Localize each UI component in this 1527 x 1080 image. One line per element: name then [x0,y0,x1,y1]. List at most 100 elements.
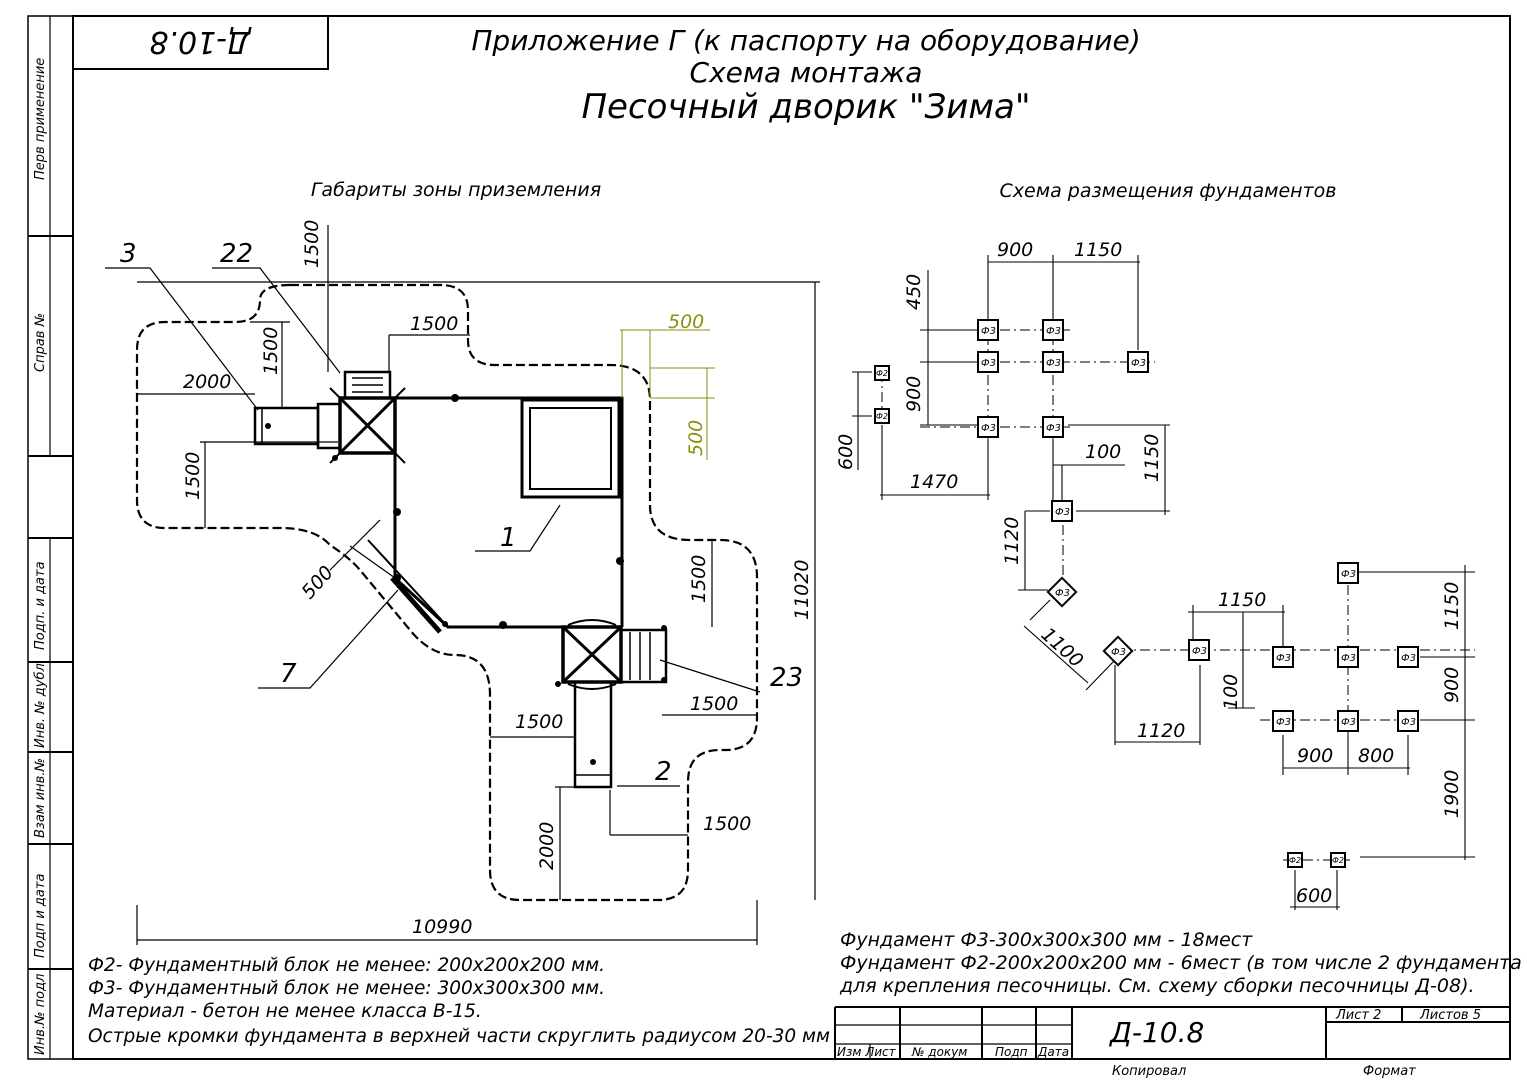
note-material: Материал - бетон не менее класса В-15. [88,1001,482,1022]
foundation-f3 [977,319,999,341]
foundation-f3 [1272,710,1294,732]
foundation-labels-f3: Ф3 [1401,717,1416,728]
foundation-f3 [1397,646,1419,668]
rdim-1100-diagonal: 1100 [1037,623,1088,672]
dim-1500-vertical-lower-left: 1500 [182,452,204,500]
rdim-800-bottom: 800 [1358,745,1394,767]
dim-500-yellow-side: 500 [685,420,707,456]
notes-left: Ф2- Фундаментный блок не менее: 200x200x… [88,955,830,1047]
dim-1500-bottom-left: 1500 [515,711,563,733]
title-block-data: Дата [1037,1045,1069,1059]
foundation-f3 [1042,319,1064,341]
callout-22: 22 [220,239,253,269]
title-block-doc: № докум [911,1045,967,1059]
foundation-labels-f3: Ф3 [1276,717,1291,728]
foundation-labels-f3: Ф3 [1046,423,1061,434]
equipment-posts [265,394,667,765]
side-stamp-perv: Перв применение [33,58,48,180]
rdim-1150-mid: 1150 [1218,589,1266,611]
dim-1500-vertical-right: 1500 [688,555,710,603]
side-stamp-inv-podl: Инв.№ подл [33,974,48,1055]
dim-1500-slide: 1500 [690,693,738,715]
foundation-f3 [1188,639,1210,661]
dim-11020-vertical: 11020 [791,560,813,620]
foundation-labels-f3: Ф3 [1276,653,1291,664]
rdim-1470: 1470 [910,471,958,493]
rdim-1900: 1900 [1441,770,1463,818]
foundation-f2 [874,408,890,424]
title-block-sheet: Лист 2 [1335,1008,1381,1023]
foundation-labels-f2: Ф2 [876,412,888,421]
foundation-labels-f3: Ф3 [1046,358,1061,369]
rdim-1150-far-right: 1150 [1441,582,1463,630]
rdim-100-mid: 100 [1220,674,1242,710]
callout-3: 3 [120,239,137,269]
title-line-2: Схема монтажа [690,56,923,89]
note-f3: Ф3- Фундаментный блок не менее: 300x300x… [88,978,605,999]
foundation-f3 [1272,646,1294,668]
title-block-format: Формат [1363,1064,1416,1079]
foundation-labels-f3: Ф3 [981,358,996,369]
foundation-f2 [874,365,890,381]
rdim-600-left: 600 [835,434,857,470]
side-stamp-podp1: Подп. и дата [33,561,48,650]
rdim-900-bottom: 900 [1297,745,1333,767]
dim-1500-vertical-top: 1500 [301,220,323,268]
foundation-center-lines [881,315,1475,861]
dim-1500-vertical-left: 1500 [260,327,282,375]
foundation-labels-f3: Ф3 [1111,647,1126,658]
note-f2-count: Фундамент Ф2-200x200x200 мм - 6мест (в т… [840,952,1522,974]
side-stamps: Перв применение Справ № Подп. и дата Инв… [33,58,48,1055]
callout-23: 23 [770,663,803,693]
side-stamp-podp2: Подп и дата [33,874,48,958]
foundation-labels-f2: Ф2 [1332,856,1344,865]
foundation-f2 [1330,852,1346,868]
foundation-f3 [1051,500,1073,522]
left-dimension-lines [136,225,820,945]
foundation-f3 [1127,351,1149,373]
side-stamp-inv-dubl: Инв. № дубл [33,663,48,748]
foundation-f3 [1042,416,1064,438]
note-sandbox: для крепления песочницы. См. схему сборк… [839,975,1475,997]
rdim-1120-left: 1120 [1001,517,1023,565]
rdim-100-top: 100 [1085,441,1121,463]
foundation-labels-f3: Ф3 [1192,646,1207,657]
foundation-f3 [1337,710,1359,732]
callout-2: 2 [655,757,672,787]
foundation-f3 [977,416,999,438]
title-line-3: Песочный дворик "Зима" [581,87,1030,127]
stamp-top-code: Д-10.8 [149,24,252,59]
sheet-frame [27,15,1511,1060]
foundation-labels-f3: Ф3 [981,326,996,337]
foundation-f3 [1397,710,1419,732]
dim-1500-horizontal-top: 1500 [410,313,458,335]
side-stamp-vzam: Взам инв.№ [33,758,48,838]
dim-1500-bottom-right: 1500 [703,813,751,835]
rdim-600-bottom: 600 [1296,885,1332,907]
title-block-izm-list: Изм Лист [837,1045,897,1059]
rdim-1120-bottom: 1120 [1137,720,1185,742]
title-block-sheets: Листов 5 [1419,1008,1481,1023]
equipment-plan [253,370,668,789]
title-block-code: Д-10.8 [1108,1016,1204,1049]
note-f3-count: Фундамент Ф3-300x300x300 мм - 18мест [840,929,1253,951]
foundation-labels-f3: Ф3 [1055,588,1070,599]
foundation-labels-f3: Ф3 [981,423,996,434]
foundation-f3 [1337,646,1359,668]
rdim-1150-right: 1150 [1141,434,1163,482]
foundation-labels-f3: Ф3 [1401,653,1416,664]
foundation-dim-lines [852,255,1475,910]
rdim-900-far-right: 900 [1441,667,1463,703]
title-block-podp: Подп [995,1045,1028,1059]
foundation-f3 [1042,351,1064,373]
side-stamp-sprav: Справ № [33,313,48,372]
foundation-f3 [1046,576,1078,608]
callout-7: 7 [280,659,297,689]
notes-right: Фундамент Ф3-300x300x300 мм - 18мест Фун… [839,929,1522,997]
callout-1: 1 [500,523,517,553]
rdim-900-left: 900 [903,376,925,412]
title-block [834,1006,1510,1059]
section-right-title: Схема размещения фундаментов [1000,180,1337,202]
foundation-labels-f2: Ф2 [1289,856,1301,865]
